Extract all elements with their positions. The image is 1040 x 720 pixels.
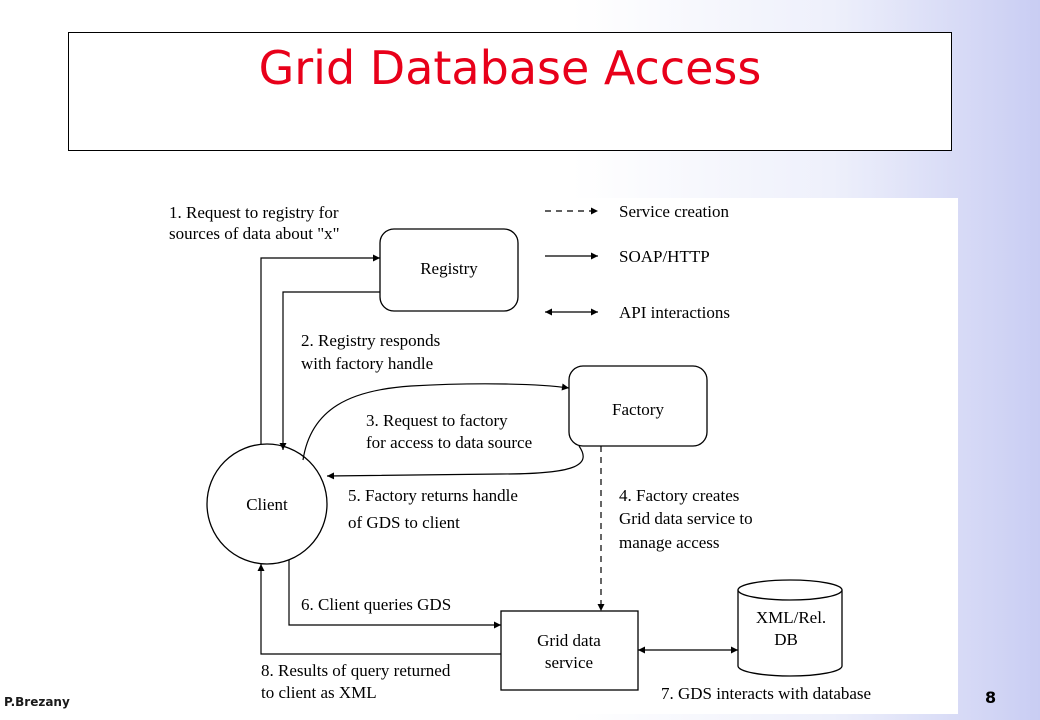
step7-label: 7. GDS interacts with database [661,684,871,703]
step3-arrow [302,383,570,461]
step4-label-line2: Grid data service to [619,509,753,528]
title-box: Grid Database Access [68,32,952,151]
step2-label-line1: 2. Registry responds [301,331,440,350]
step2-label-line2: with factory handle [301,354,433,373]
step3-label-line1: 3. Request to factory [366,411,508,430]
step4-label-line3: manage access [619,533,720,552]
step4-label-line1: 4. Factory creates [619,486,739,505]
database-label-line2: DB [774,630,798,649]
page-number: 8 [985,688,997,707]
database-node [737,579,843,677]
step5-label-line2: of GDS to client [348,513,460,532]
legend-soap-http-label: SOAP/HTTP [619,247,710,266]
step5-arrow [326,445,584,480]
step3-label-line2: for access to data source [366,433,532,452]
registry-label: Registry [420,259,478,278]
grid-data-service-node [500,610,639,691]
factory-label: Factory [612,400,664,419]
step8-label-line1: 8. Results of query returned [261,661,451,680]
slide-title: Grid Database Access [258,41,762,95]
step6-arrow [288,560,501,629]
step1-label-line1: 1. Request to registry for [169,203,339,222]
client-node [206,443,328,565]
legend-api-interactions-label: API interactions [619,303,730,322]
step2-arrow [279,291,380,450]
step5-label-line1: 5. Factory returns handle [348,486,518,505]
grid-database-access-diagram: Service creation SOAP/HTTP API interacti… [161,198,958,714]
database-label-line1: XML/Rel. [756,608,826,627]
step1-arrow [260,254,380,444]
footer-author: P.Brezany [4,695,70,709]
client-label: Client [246,495,288,514]
diagram-canvas: Service creation SOAP/HTTP API interacti… [169,202,871,703]
legend-service-creation-label: Service creation [619,202,729,221]
step8-label-line2: to client as XML [261,683,377,702]
step6-label: 6. Client queries GDS [301,595,451,614]
grid-data-service-label-line1: Grid data [537,631,601,650]
factory-node [568,365,708,447]
step1-label-line2: sources of data about "x" [169,224,340,243]
step8-arrow [257,564,501,655]
registry-node [379,228,519,312]
grid-data-service-label-line2: service [545,653,593,672]
